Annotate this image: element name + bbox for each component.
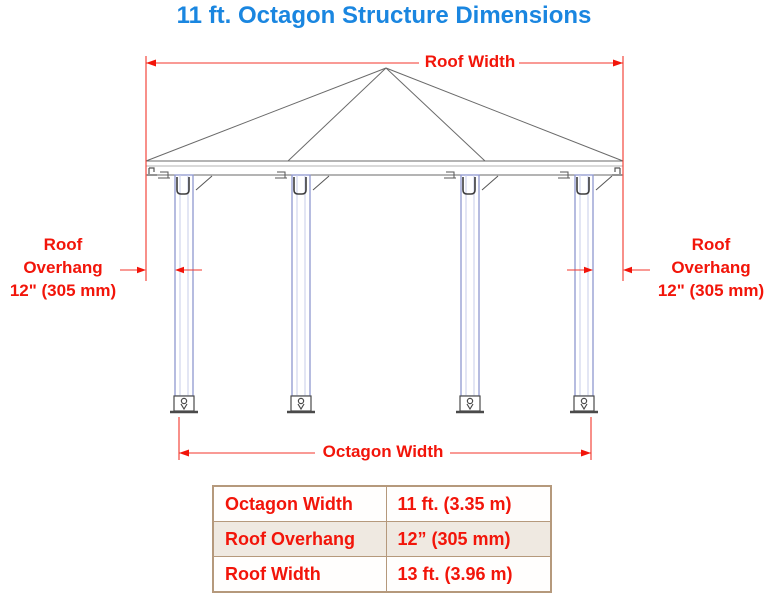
spec-label-roof-overhang: Roof Overhang: [212, 521, 387, 557]
table-row: Octagon Width 11 ft. (3.35 m): [212, 485, 552, 522]
roof-overhang-left-line1: Roof: [43, 235, 83, 254]
bracket-clips: [158, 171, 613, 191]
table-row: Roof Overhang 12” (305 mm): [212, 521, 552, 557]
roof-edge-clips: [147, 167, 622, 176]
octagon-width-label: Octagon Width: [322, 442, 444, 461]
roof-overhang-label-left: Roof Overhang 12" (305 mm): [0, 233, 126, 302]
roof-overhang-right-line3: 12" (305 mm): [657, 281, 765, 300]
spec-value-octagon-width: 11 ft. (3.35 m): [385, 485, 552, 522]
octagon-width-dimension: [178, 417, 592, 460]
page-title: 11 ft. Octagon Structure Dimensions: [176, 2, 592, 29]
roof-width-label: Roof Width: [424, 52, 516, 71]
structure-drawing: [120, 56, 650, 460]
roof-overhang-right-line2: Overhang: [671, 258, 751, 277]
post-top-brackets: [176, 177, 590, 195]
table-row: Roof Width 13 ft. (3.96 m): [212, 556, 552, 593]
roof-overhang-right-line1: Roof: [691, 235, 731, 254]
roof-overhang-label-right: Roof Overhang 12" (305 mm): [648, 233, 768, 302]
spec-value-roof-overhang: 12” (305 mm): [385, 521, 552, 557]
spec-label-roof-width: Roof Width: [212, 556, 387, 593]
roof-overhang-left-line2: Overhang: [23, 258, 103, 277]
spec-label-octagon-width: Octagon Width: [212, 485, 387, 522]
spec-value-roof-width: 13 ft. (3.96 m): [385, 556, 552, 593]
roof-overhang-dimension-left: [120, 266, 202, 274]
roof-overhang-left-line3: 12" (305 mm): [9, 281, 117, 300]
post-base-plates: [173, 395, 595, 412]
roof-overhang-dimension-right: [567, 266, 650, 274]
roof-outline: [145, 67, 624, 176]
dimensions-spec-table: Octagon Width 11 ft. (3.35 m) Roof Overh…: [212, 485, 552, 593]
roof-width-dimension: [145, 56, 624, 281]
posts: [158, 171, 613, 414]
